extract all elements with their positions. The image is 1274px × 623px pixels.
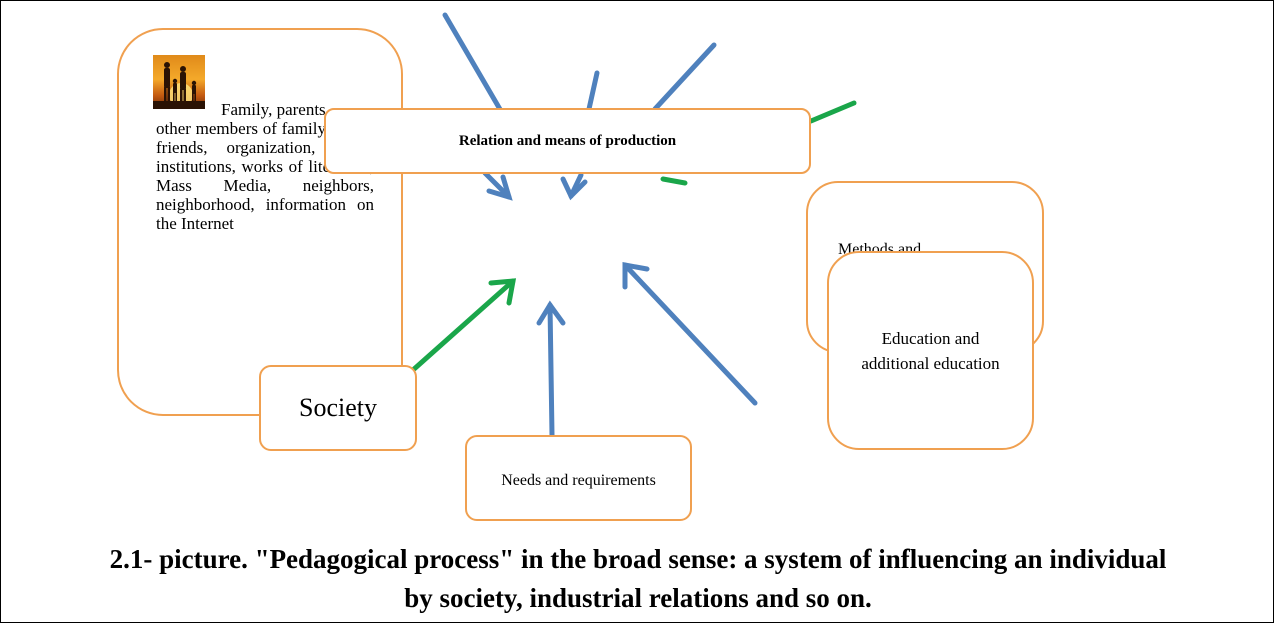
society-label: Society (299, 393, 377, 422)
arrow-green-society (410, 278, 517, 373)
arrow-top-left (442, 12, 504, 114)
pedagogical-process-diagram: Family, parents,other members of family,… (1, 1, 1273, 536)
society-box: Society (259, 365, 417, 451)
arrow-top-center (560, 70, 600, 201)
needs-requirements-box: Needs and requirements (465, 435, 692, 521)
arrows-layer (410, 12, 857, 438)
caption-line-1: 2.1- picture. "Pedagogical process" in t… (109, 544, 1167, 574)
education-box: Education and additional education (827, 251, 1034, 450)
caption-line-2: by society, industrial relations and so … (404, 583, 872, 613)
arrow-top-right (652, 42, 717, 112)
figure-caption: 2.1- picture. "Pedagogical process" in t… (1, 540, 1273, 618)
arrow-top-left-head (482, 170, 513, 201)
education-label: Education and additional education (861, 328, 1000, 373)
arrow-needs (536, 300, 566, 438)
family-influences-text-first-line: Family, parents, (221, 100, 330, 119)
arrow-bottom-right (622, 262, 758, 406)
relation-means-production-label: Relation and means of production (458, 132, 677, 149)
family-influences-text: Family, parents,other members of family,… (156, 98, 374, 233)
arrow-green-right (660, 100, 857, 186)
family-influences-box: Family, parents,other members of family,… (117, 28, 403, 416)
family-influences-text-rest: other members of family, peers, friends,… (156, 119, 374, 233)
family-silhouette-sunset-icon (153, 55, 205, 109)
relation-means-production-box: Relation and means of production (324, 108, 811, 174)
needs-requirements-label: Needs and requirements (501, 472, 656, 489)
